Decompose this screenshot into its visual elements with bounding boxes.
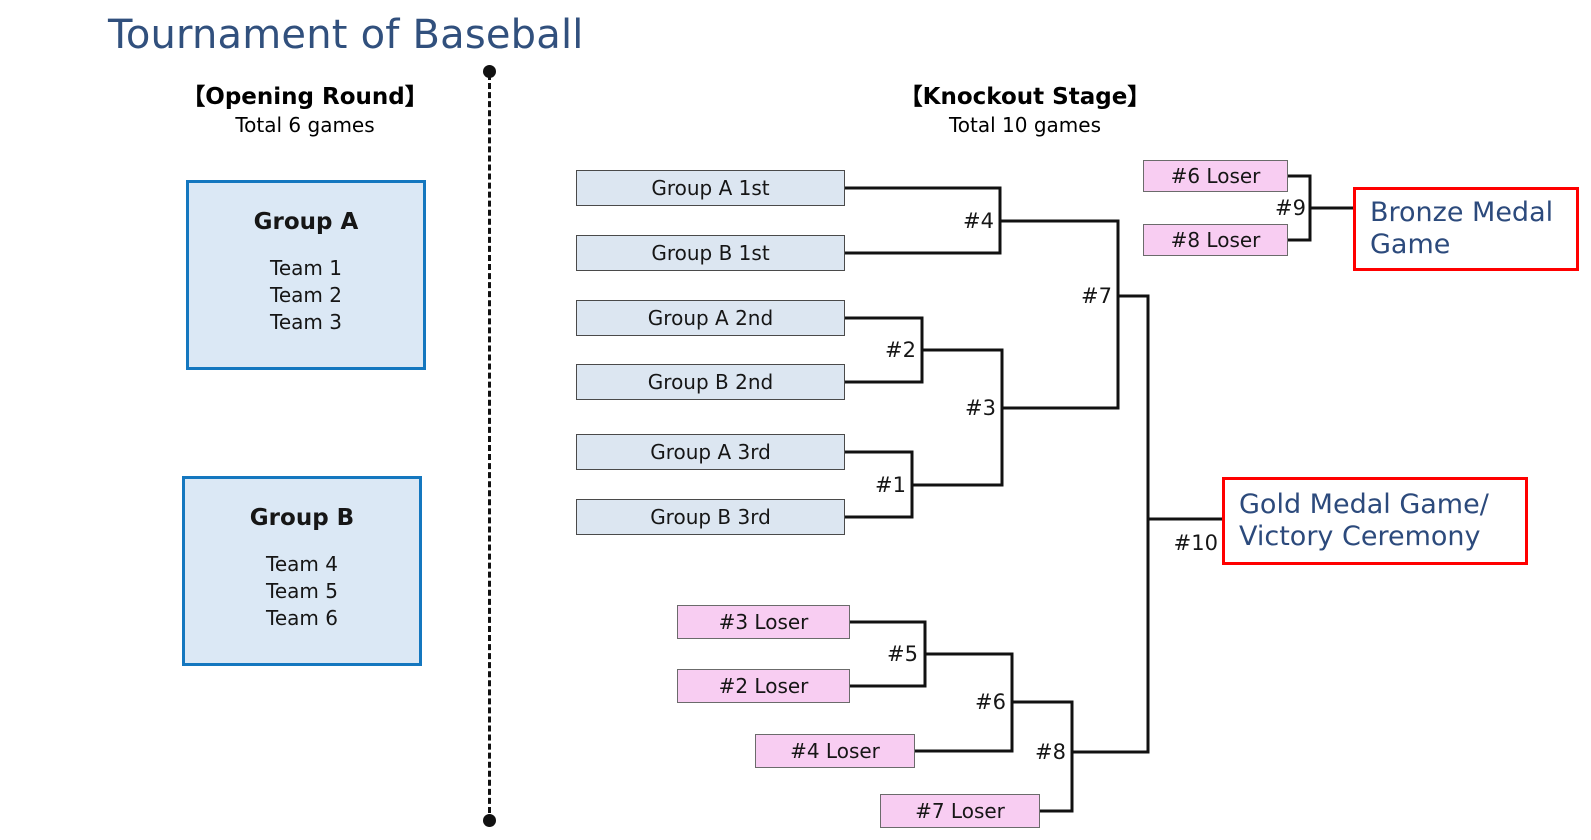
gold-medal-line-1: Gold Medal Game/ — [1239, 489, 1489, 521]
opening-round-subtitle: Total 6 games — [235, 112, 375, 137]
loser-label: #6 Loser — [1170, 164, 1261, 188]
seed-box-group-b-3rd[interactable]: Group B 3rd — [576, 499, 845, 535]
divider-dot-bottom — [483, 814, 496, 827]
bronze-medal-game-box[interactable]: Bronze Medal Game — [1353, 187, 1579, 271]
seed-label: Group B 3rd — [650, 505, 771, 529]
group-b-team-3: Team 6 — [266, 606, 338, 631]
loser-box-3[interactable]: #3 Loser — [677, 605, 850, 639]
group-b-team-2: Team 5 — [266, 579, 338, 604]
match-label-6: #6 — [975, 690, 1006, 714]
opening-round-title: 【Opening Round】 — [182, 84, 428, 110]
group-a-team-3: Team 3 — [270, 310, 342, 335]
seed-box-group-a-3rd[interactable]: Group A 3rd — [576, 434, 845, 470]
group-b-team-1: Team 4 — [266, 552, 338, 576]
match-label-4: #4 — [963, 209, 994, 233]
knockout-stage-header: 【Knockout Stage】 Total 10 games — [790, 84, 1260, 139]
opening-round-header: 【Opening Round】 Total 6 games — [120, 84, 490, 139]
group-a-teams: Team 1 Team 2 Team 3 — [189, 255, 423, 337]
seed-box-group-b-2nd[interactable]: Group B 2nd — [576, 364, 845, 400]
match-label-9: #9 — [1275, 196, 1306, 220]
bronze-medal-line-1: Bronze Medal — [1370, 197, 1554, 229]
match-label-5: #5 — [887, 642, 918, 666]
match-label-1: #1 — [875, 473, 906, 497]
group-a-name: Group A — [253, 209, 359, 235]
match-label-2: #2 — [885, 338, 916, 362]
loser-box-4[interactable]: #4 Loser — [755, 734, 915, 768]
match-label-8: #8 — [1035, 740, 1066, 764]
match-label-10: #10 — [1173, 531, 1218, 555]
group-a-team-1: Team 1 — [270, 256, 342, 280]
group-b-box: Group B Team 4 Team 5 Team 6 — [182, 476, 422, 666]
loser-label: #2 Loser — [718, 674, 809, 698]
seed-box-group-b-1st[interactable]: Group B 1st — [576, 235, 845, 271]
group-b-teams: Team 4 Team 5 Team 6 — [185, 551, 419, 633]
gold-medal-line-2: Victory Ceremony — [1239, 521, 1481, 552]
match-label-3: #3 — [965, 396, 996, 420]
loser-label: #4 Loser — [790, 739, 880, 763]
seed-label: Group B 1st — [651, 241, 770, 265]
seed-label: Group A 2nd — [647, 306, 774, 330]
seed-label: Group A 1st — [651, 176, 770, 200]
knockout-stage-title: 【Knockout Stage】 — [899, 84, 1151, 110]
gold-medal-game-box[interactable]: Gold Medal Game/ Victory Ceremony — [1222, 477, 1528, 565]
knockout-stage-subtitle: Total 10 games — [948, 112, 1102, 137]
section-divider-line — [488, 74, 491, 822]
loser-box-6[interactable]: #6 Loser — [1143, 160, 1288, 192]
loser-label: #8 Loser — [1170, 228, 1261, 252]
group-b-name: Group B — [249, 505, 355, 531]
divider-dot-top — [483, 65, 496, 78]
seed-label: Group B 2nd — [647, 370, 774, 394]
bronze-medal-line-2: Game — [1370, 229, 1451, 260]
group-a-team-2: Team 2 — [270, 283, 342, 308]
match-label-7: #7 — [1081, 284, 1112, 308]
loser-box-7[interactable]: #7 Loser — [880, 794, 1040, 828]
loser-label: #3 Loser — [718, 610, 809, 634]
loser-box-8[interactable]: #8 Loser — [1143, 224, 1288, 256]
seed-label: Group A 3rd — [650, 440, 771, 464]
seed-box-group-a-2nd[interactable]: Group A 2nd — [576, 300, 845, 336]
group-a-box: Group A Team 1 Team 2 Team 3 — [186, 180, 426, 370]
page-title: Tournament of Baseball — [108, 12, 584, 58]
loser-label: #7 Loser — [915, 799, 1005, 823]
loser-box-2[interactable]: #2 Loser — [677, 669, 850, 703]
seed-box-group-a-1st[interactable]: Group A 1st — [576, 170, 845, 206]
